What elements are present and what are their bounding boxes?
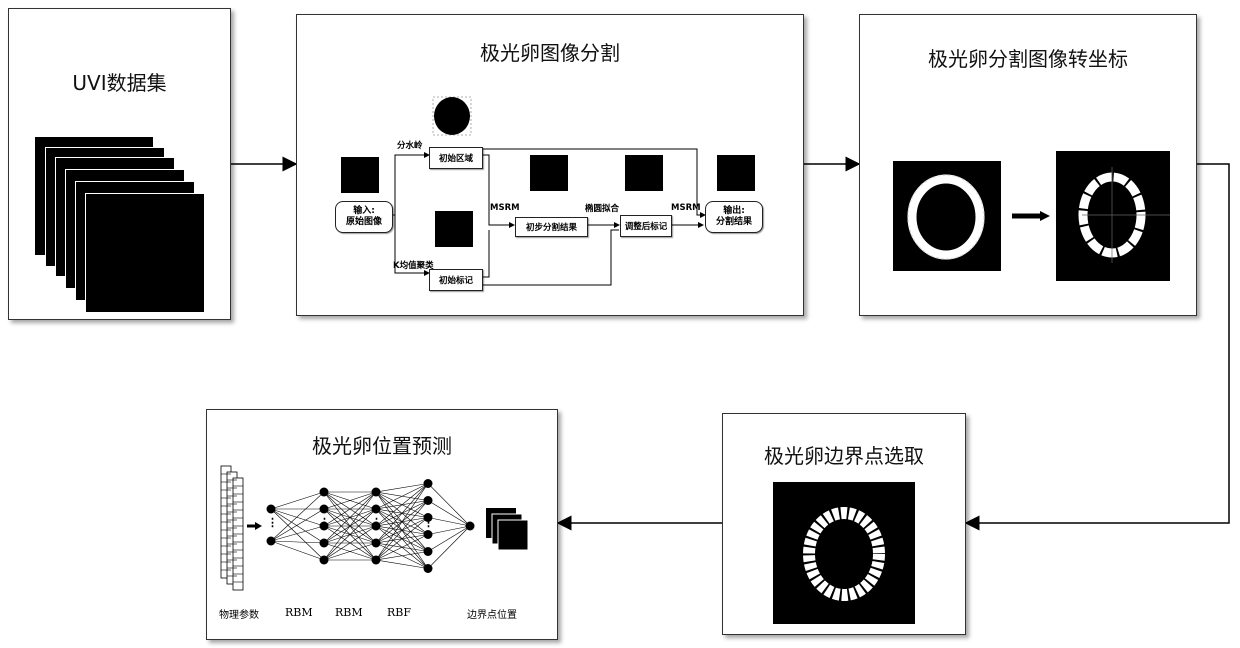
network-connection: [270, 491, 325, 510]
network-connection: [270, 508, 325, 527]
ellipsis-dots: ⋮: [319, 516, 330, 529]
network-node: [423, 496, 433, 505]
prediction-panel: 极光卵位置预测 ⋮ ⋮ ⋮ ⋮ 物理参数 RBM RBM RBF 边界点位置: [206, 409, 558, 640]
network-connection: [375, 534, 429, 561]
network-node: [266, 536, 276, 546]
initial-mark-box: 初始标记: [429, 269, 483, 291]
network-connection: [375, 483, 429, 561]
network-connection: [323, 525, 377, 561]
output-segmentation-box: 输出: 分割结果: [705, 201, 763, 233]
network-node: [319, 521, 329, 531]
boundary-ring: [803, 507, 885, 601]
segmentation-title: 极光卵图像分割: [480, 41, 620, 65]
network-connection: [427, 525, 471, 535]
network-connection: [323, 508, 377, 561]
network-connection: [323, 491, 377, 561]
ellipsis-dots: ⋮: [423, 516, 434, 529]
msrm-label-2: MSRM: [671, 203, 701, 213]
msrm-label-1: MSRM: [490, 203, 520, 213]
network-connection: [323, 491, 377, 510]
watershed-label: 分水岭: [397, 141, 423, 151]
network-connection: [375, 517, 429, 561]
network-connection: [270, 525, 325, 542]
uvi-dataset-title: UVI数据集: [72, 71, 167, 95]
network-connection: [270, 540, 325, 544]
network-connection: [270, 540, 325, 561]
label-rbf: RBF: [387, 606, 411, 619]
network-node: [371, 487, 381, 497]
ellipse-fit-label: 椭圆拟合: [585, 204, 620, 214]
coordinate-transform-title: 极光卵分割图像转坐标: [928, 47, 1128, 71]
network-node: [465, 521, 475, 531]
network-connection: [427, 525, 471, 569]
neural-network-diagram: [220, 465, 529, 591]
network-node: [371, 555, 381, 565]
segmented-image-after: [1056, 151, 1170, 281]
initial-region-box: 初始区域: [429, 147, 483, 169]
network-node: [423, 479, 433, 488]
network-connection: [270, 491, 325, 542]
boundary-selection-title: 极光卵边界点选取: [764, 444, 924, 468]
network-connection: [375, 551, 429, 561]
network-node: [423, 547, 433, 556]
output-thumbnail: [717, 155, 755, 191]
network-connection: [270, 508, 325, 561]
network-node: [319, 487, 329, 497]
network-connection: [375, 483, 429, 544]
initial-region-shape: [432, 96, 472, 136]
network-node: [371, 538, 381, 548]
network-connection: [375, 500, 429, 561]
network-node: [371, 521, 381, 531]
network-connection: [427, 500, 471, 527]
network-connection: [427, 517, 471, 527]
prediction-title: 极光卵位置预测: [312, 434, 452, 458]
boundary-selection-panel: 极光卵边界点选取: [722, 413, 966, 635]
prelim-result-thumbnail: [530, 155, 568, 191]
network-connection: [323, 491, 377, 527]
network-connection: [375, 483, 429, 527]
network-node: [423, 564, 433, 573]
network-connection: [323, 491, 377, 544]
ellipsis-dots: ⋮: [267, 516, 278, 529]
network-connection: [375, 483, 429, 510]
arrow-transform-to-boundary: [964, 163, 1230, 531]
network-connection: [427, 483, 471, 527]
adjusted-mark-thumbnail: [625, 155, 663, 191]
network-node: [319, 504, 329, 514]
label-rbm-2: RBM: [335, 606, 363, 619]
adjusted-mark-box: 调整后标记: [620, 215, 672, 237]
network-connection: [375, 559, 429, 569]
ellipsis-dots: ⋮: [371, 516, 382, 529]
network-node: [371, 504, 381, 514]
label-boundary-position: 边界点位置: [467, 610, 517, 621]
network-connection: [270, 508, 325, 542]
network-node: [423, 530, 433, 539]
ring-images: [907, 174, 1050, 260]
label-physical-parameters: 物理参数: [219, 610, 259, 621]
network-connection: [270, 508, 325, 544]
ring-image-after: [1078, 167, 1170, 263]
network-connection: [427, 525, 471, 552]
uvi-image-layer: [85, 193, 205, 313]
segmentation-flow-lines: [391, 148, 706, 286]
network-node: [266, 504, 276, 514]
network-node: [319, 555, 329, 565]
segmentation-panel: 极光卵图像分割 输入: 原始图像 分水岭 初始区域 K均值聚类 初始标记 MSR…: [296, 14, 804, 316]
uvi-dataset-panel: UVI数据集: [8, 8, 231, 320]
kmeans-label: K均值聚类: [393, 261, 434, 271]
prelim-result-box: 初步分割结果: [515, 217, 588, 237]
output-image-stack: [486, 508, 529, 551]
network-node: [319, 538, 329, 548]
network-node: [423, 513, 433, 522]
network-connection: [375, 483, 429, 493]
coordinate-transform-panel: 极光卵分割图像转坐标: [859, 14, 1197, 316]
network-connection: [323, 542, 377, 561]
segmentation-input-thumbnail: [341, 157, 379, 193]
input-original-image-box: 输入: 原始图像: [335, 201, 393, 233]
label-rbm-1: RBM: [285, 606, 313, 619]
initial-mark-thumbnail: [435, 211, 473, 247]
